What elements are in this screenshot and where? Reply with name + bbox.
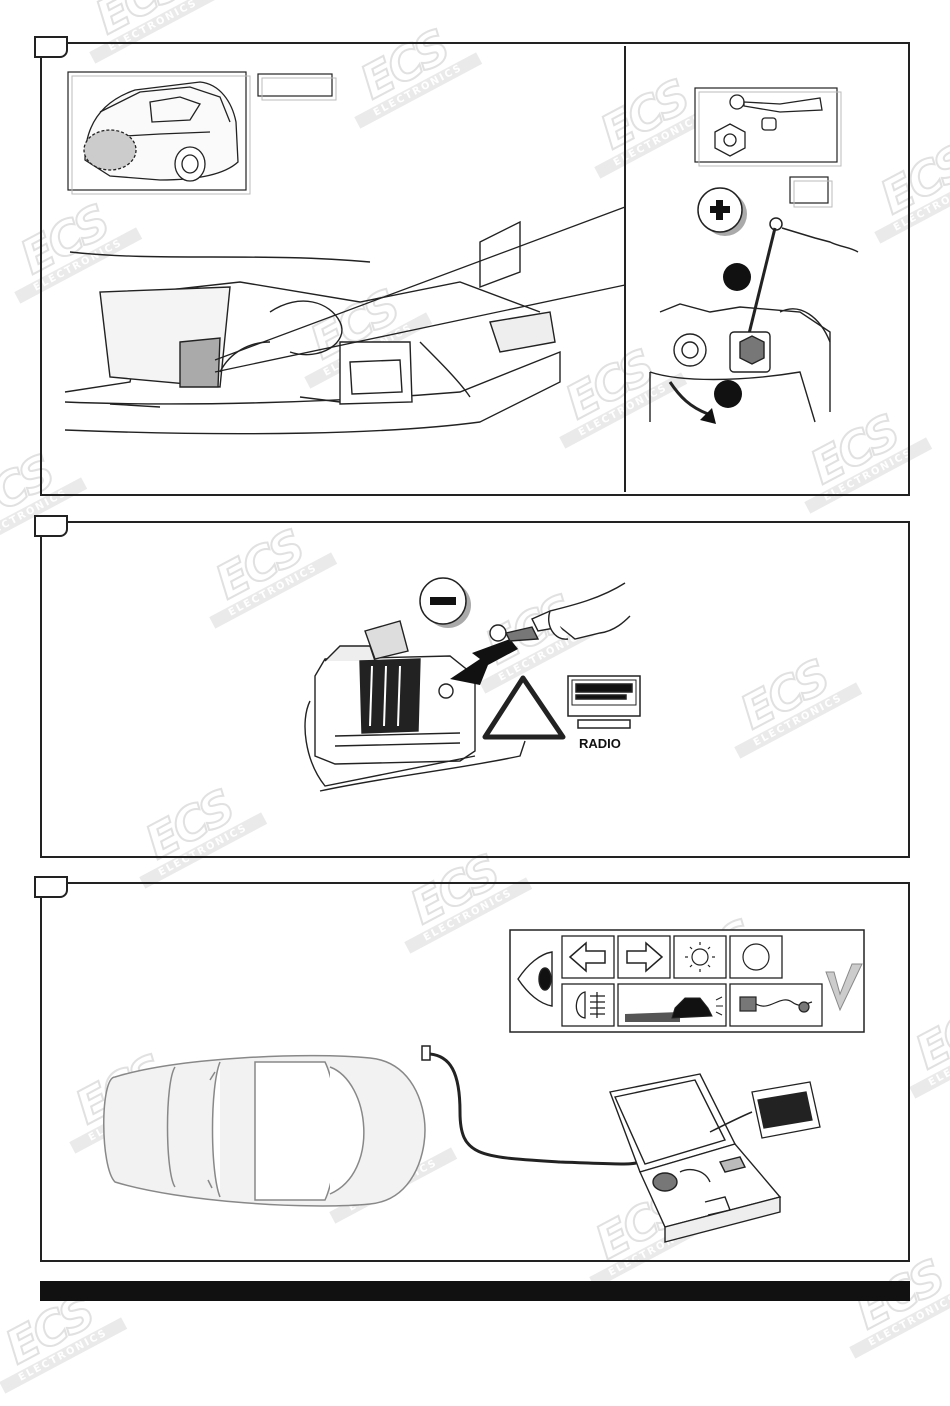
trunk-interior <box>64 220 561 435</box>
step-number-box-1 <box>34 36 68 58</box>
eye-icon <box>517 951 553 1007</box>
checkmark-icon <box>825 963 863 1012</box>
battery-disconnect-illustration: RADIO <box>304 577 641 792</box>
battery <box>304 620 526 792</box>
trunk-battery-illustration <box>64 46 859 492</box>
wrench-nut-icon <box>714 94 823 157</box>
warning-triangle-icon <box>482 675 566 740</box>
tester-case <box>609 1073 782 1243</box>
left-arrow-icon <box>568 941 606 973</box>
fog-light-cell <box>561 983 615 1027</box>
hand-with-terminal <box>489 582 631 642</box>
step-panel-2 <box>40 521 910 858</box>
suv-rear-view <box>83 81 239 182</box>
fog-light-icon <box>575 991 605 1019</box>
step-panel-1 <box>40 42 910 496</box>
right-arrow-icon <box>626 941 664 973</box>
function-test-illustration <box>103 929 865 1243</box>
step-number-box-3 <box>34 876 68 898</box>
reversing-car-icon <box>625 996 723 1022</box>
control-panel <box>751 1081 821 1139</box>
trailer-plug-icon <box>739 996 813 1013</box>
minus-icon <box>419 577 471 628</box>
step-panel-3 <box>40 882 910 1262</box>
radio-unit <box>567 675 641 729</box>
radio-label: RADIO <box>579 736 621 751</box>
step-number-box-2 <box>34 515 68 537</box>
footer-bar <box>40 1281 910 1301</box>
plus-icon <box>697 187 747 236</box>
circle-icon <box>742 943 770 971</box>
car-top-view <box>103 1054 426 1207</box>
bulb-icon <box>685 942 715 972</box>
